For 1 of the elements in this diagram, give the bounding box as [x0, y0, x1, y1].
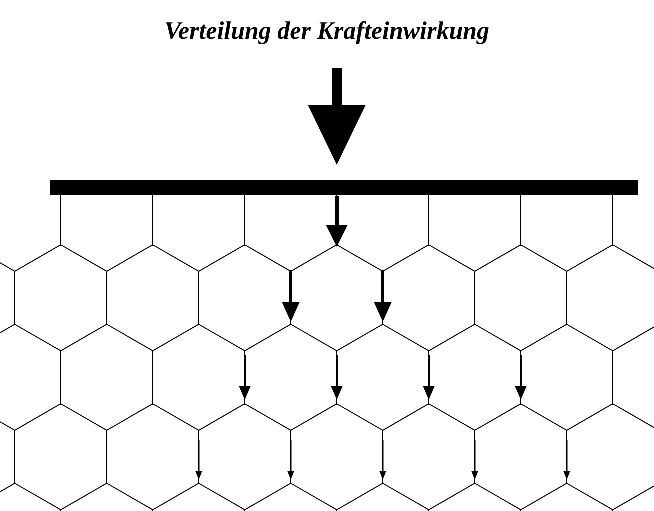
title: Verteilung der Krafteinwirkung	[163, 18, 491, 46]
